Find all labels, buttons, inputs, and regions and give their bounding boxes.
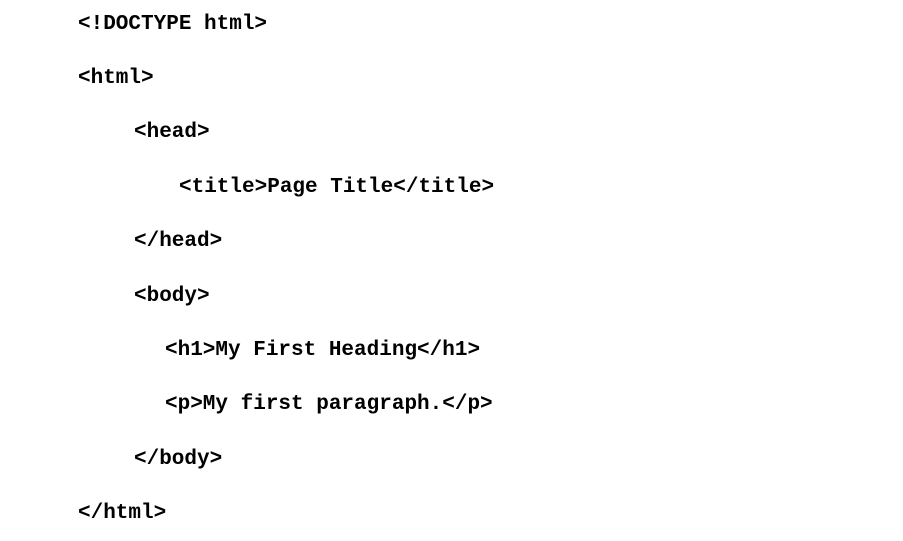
code-line-html-close: </html> <box>78 502 167 525</box>
code-line-title: <title>Page Title</title> <box>179 176 495 199</box>
code-line-head-open: <head> <box>134 121 210 144</box>
code-line-doctype: <!DOCTYPE html> <box>78 13 268 36</box>
code-line-head-close: </head> <box>134 230 223 253</box>
code-line-paragraph: <p>My first paragraph.</p> <box>165 393 493 416</box>
code-line-body-close: </body> <box>134 448 223 471</box>
code-line-html-open: <html> <box>78 67 154 90</box>
code-line-h1: <h1>My First Heading</h1> <box>165 339 481 362</box>
code-line-body-open: <body> <box>134 285 210 308</box>
